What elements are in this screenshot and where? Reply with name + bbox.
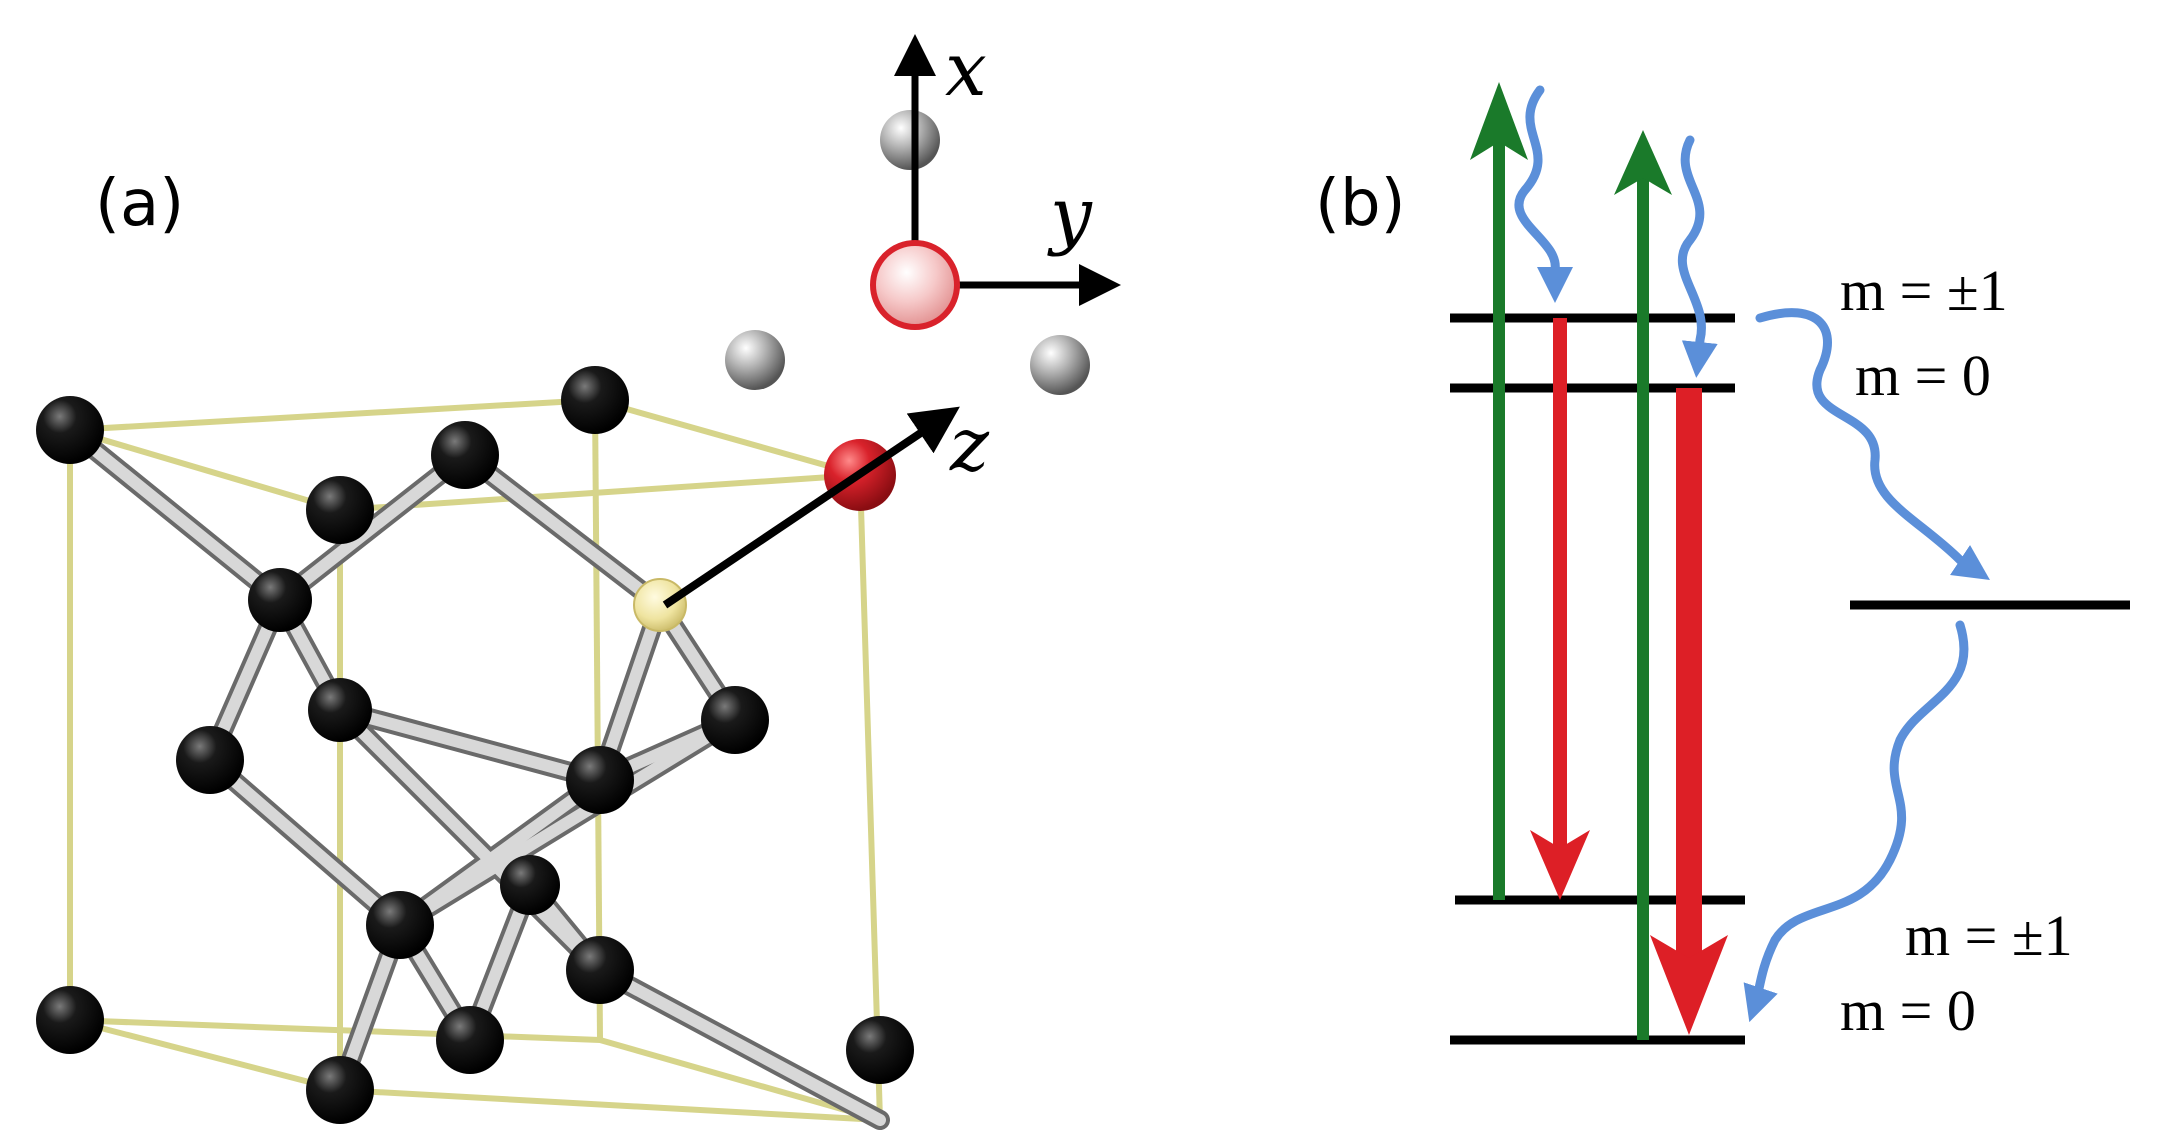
nv-axis-arrow bbox=[662, 406, 960, 609]
nonradiative-arrows bbox=[1514, 85, 1990, 1023]
emission-arrows bbox=[1530, 318, 1728, 1035]
coordinate-frame: x y z bbox=[725, 27, 1121, 488]
excitation-arrows bbox=[1470, 82, 1672, 1040]
unit-cell-edges bbox=[67, 397, 883, 1123]
x-axis-label: x bbox=[945, 27, 987, 113]
ground-pm1-label: m = ±1 bbox=[1905, 903, 2073, 968]
vacancy-site bbox=[633, 578, 687, 632]
ground-0-label: m = 0 bbox=[1840, 978, 1976, 1043]
z-axis-label: z bbox=[949, 402, 990, 488]
carbon-atoms bbox=[36, 366, 914, 1124]
panel-a-label: (a) bbox=[95, 167, 184, 241]
excited-pm1-label: m = ±1 bbox=[1840, 258, 2008, 323]
panel-a: (a) bbox=[36, 27, 1121, 1130]
panel-b: (b) m = bbox=[1315, 82, 2130, 1045]
y-axis-label: y bbox=[1047, 172, 1093, 258]
excited-0-label: m = 0 bbox=[1855, 343, 1991, 408]
panel-b-label: (b) bbox=[1315, 167, 1406, 241]
